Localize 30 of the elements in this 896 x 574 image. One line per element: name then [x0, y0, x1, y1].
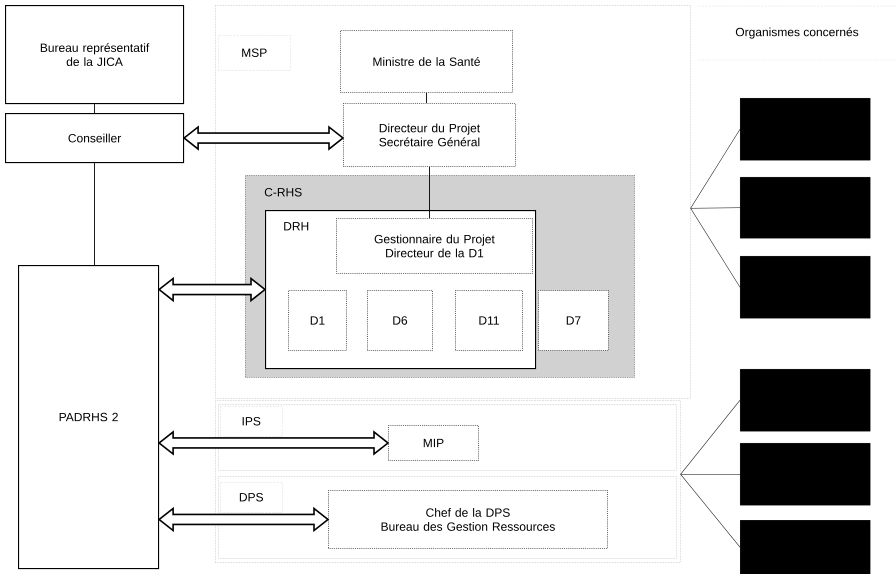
division-box: D6: [367, 290, 433, 351]
organization-block: [740, 256, 870, 318]
organization-box: Gestionnaire du Projet Directeur de la D1: [336, 218, 533, 274]
fan-line: [680, 474, 740, 475]
organization-box: MIP: [388, 425, 479, 461]
organization-box: Ministre de la Santé: [340, 30, 513, 93]
connector-line: [426, 92, 427, 104]
organization-box: Chef de la DPS Bureau des Gestion Ressources: [328, 490, 608, 549]
division-box: D7: [538, 290, 609, 351]
organization-block: [740, 369, 870, 432]
fan-line: [690, 208, 740, 288]
fan-line: [680, 474, 740, 548]
organization-box: Conseiller: [5, 113, 184, 164]
division-box: D11: [455, 290, 523, 351]
fan-line: [690, 128, 740, 209]
fan-line: [690, 207, 740, 209]
organization-block: [740, 177, 870, 238]
connector-line: [429, 166, 430, 218]
organization-block: [740, 520, 870, 574]
organization-block: [740, 98, 870, 160]
fan-line: [680, 400, 740, 475]
project-box: PADRHS 2: [18, 265, 160, 570]
division-box: D1: [288, 290, 347, 351]
organization-box: Directeur du Projet Secrétaire Général: [343, 103, 516, 167]
organization-box: Bureau représentatif de la JICA: [5, 5, 184, 104]
group-frame: [215, 400, 681, 563]
organization-block: [740, 443, 870, 506]
column-header: Organismes concernés: [698, 6, 896, 60]
connector-line: [94, 104, 95, 114]
connector-line: [94, 162, 95, 266]
